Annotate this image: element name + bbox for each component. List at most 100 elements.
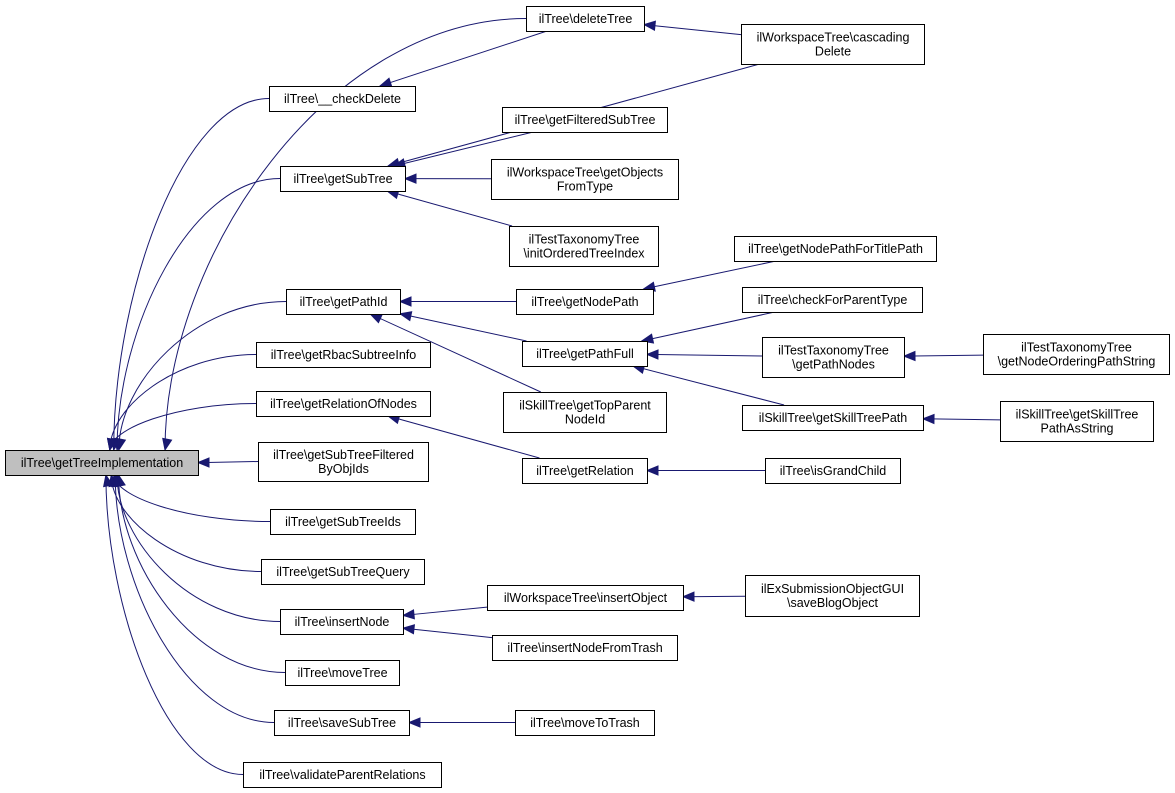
node-label: ByObjIds	[318, 462, 369, 476]
graph-node-n14[interactable]: ilTree\getFilteredSubTree	[502, 107, 668, 133]
graph-node-n27[interactable]: ilTestTaxonomyTree\getPathNodes	[762, 337, 905, 378]
edge-n31-to-n27	[903, 354, 984, 357]
edge-n25-to-n17	[643, 260, 777, 290]
edge-n11-to-n0	[114, 474, 275, 723]
arrowhead-n30-to-n21	[681, 591, 695, 602]
graph-node-n7[interactable]: ilTree\getSubTreeIds	[270, 509, 416, 535]
edge-n16-to-n2	[386, 190, 513, 227]
node-label: ilExSubmissionObjectGUI	[761, 582, 904, 596]
node-label: ilTree\getRelationOfNodes	[270, 397, 417, 411]
edge-n20-to-n5	[387, 415, 540, 459]
edge-n24-to-n13	[643, 24, 742, 36]
edge-n21-to-n9	[402, 606, 488, 616]
node-label: ilTree\getRelation	[536, 464, 634, 478]
graph-node-n16[interactable]: ilTestTaxonomyTree\initOrderedTreeIndex	[509, 226, 659, 267]
arrowhead-n17-to-n3	[398, 296, 412, 307]
edge-n8-to-n0	[110, 474, 262, 572]
node-box	[269, 86, 416, 112]
node-label: ilTree\getSubTree	[293, 172, 392, 186]
node-label: ilTree\insertNodeFromTrash	[507, 641, 662, 655]
graph-node-n26[interactable]: ilTree\checkForParentType	[742, 287, 923, 313]
graph-node-n12[interactable]: ilTree\validateParentRelations	[243, 762, 442, 788]
node-box	[1000, 401, 1154, 442]
node-box	[270, 509, 416, 535]
graph-node-n30[interactable]: ilExSubmissionObjectGUI\saveBlogObject	[745, 575, 920, 617]
node-label: ilTree\getSubTreeIds	[285, 515, 401, 529]
node-box	[509, 226, 659, 267]
graph-node-n0[interactable]: ilTree\getTreeImplementation	[5, 450, 199, 476]
graph-node-n18[interactable]: ilTree\getPathFull	[522, 341, 648, 367]
node-label: \saveBlogObject	[787, 596, 879, 610]
edge-n3-to-n0	[118, 301, 287, 451]
node-box	[742, 287, 923, 313]
node-box	[491, 159, 679, 200]
node-label: NodeId	[565, 413, 605, 427]
edge-n2-to-n0	[116, 178, 281, 451]
node-label: Delete	[815, 45, 851, 59]
node-label: ilTree\getSubTreeFiltered	[273, 448, 414, 462]
graph-node-n25[interactable]: ilTree\getNodePathForTitlePath	[734, 236, 937, 262]
graph-node-n23[interactable]: ilTree\moveToTrash	[515, 710, 655, 736]
graph-node-n2[interactable]: ilTree\getSubTree	[280, 166, 406, 192]
graph-node-n10[interactable]: ilTree\moveTree	[285, 660, 400, 686]
edge-n13-to-n1	[379, 30, 548, 87]
node-box	[983, 334, 1170, 375]
node-label: ilTree\moveToTrash	[530, 716, 640, 730]
graph-node-n31[interactable]: ilTestTaxonomyTree\getNodeOrderingPathSt…	[983, 334, 1170, 375]
arrowhead-n23-to-n11	[407, 717, 421, 728]
graph-node-n5[interactable]: ilTree\getRelationOfNodes	[256, 391, 431, 417]
node-label: ilWorkspaceTree\getObjects	[507, 166, 663, 180]
node-box	[256, 342, 431, 368]
node-box	[515, 710, 655, 736]
node-box	[256, 391, 431, 417]
arrowhead-n6-to-n0	[196, 457, 210, 468]
graph-node-n9[interactable]: ilTree\insertNode	[280, 609, 404, 635]
node-label: PathAsString	[1041, 422, 1114, 436]
arrowhead-n11-to-n0	[112, 473, 123, 488]
edge-n32-to-n28	[922, 418, 1001, 421]
node-label: ilTree\isGrandChild	[780, 464, 887, 478]
node-label: ilSkillTree\getSkillTree	[1016, 408, 1139, 422]
node-label: ilTree\deleteTree	[539, 12, 633, 26]
node-label: ilTree\getTreeImplementation	[21, 456, 183, 470]
node-label: FromType	[557, 180, 613, 194]
graph-node-n17[interactable]: ilTree\getNodePath	[516, 289, 654, 315]
graph-node-n22[interactable]: ilTree\insertNodeFromTrash	[492, 635, 678, 661]
node-box	[522, 458, 648, 484]
node-label: ilTree\getFilteredSubTree	[515, 113, 656, 127]
node-box	[285, 660, 400, 686]
node-box	[487, 585, 684, 611]
node-label: ilTree\moveTree	[297, 666, 387, 680]
node-box	[741, 24, 925, 65]
node-box	[286, 289, 401, 315]
graph-node-n13[interactable]: ilTree\deleteTree	[526, 6, 645, 32]
graph-node-n3[interactable]: ilTree\getPathId	[286, 289, 401, 315]
arrowhead-n32-to-n28	[921, 413, 935, 425]
node-label: ilTree\saveSubTree	[288, 716, 396, 730]
node-box	[280, 609, 404, 635]
graph-node-n28[interactable]: ilSkillTree\getSkillTreePath	[742, 405, 924, 431]
graph-node-n21[interactable]: ilWorkspaceTree\insertObject	[487, 585, 684, 611]
graph-node-n4[interactable]: ilTree\getRbacSubtreeInfo	[256, 342, 431, 368]
edge-n13-to-n0	[164, 18, 527, 451]
edge-n1-to-n0	[113, 98, 270, 451]
arrowhead-n5-to-n0	[106, 437, 118, 452]
arrowhead-n24-to-n13	[642, 20, 656, 31]
node-box	[765, 458, 901, 484]
node-label: ilTree\getRbacSubtreeInfo	[271, 348, 417, 362]
edge-n27-to-n18	[646, 353, 763, 357]
graph-node-n8[interactable]: ilTree\getSubTreeQuery	[261, 559, 425, 585]
graph-node-n20[interactable]: ilTree\getRelation	[522, 458, 648, 484]
node-label: ilTree\__checkDelete	[284, 92, 401, 106]
graph-node-n11[interactable]: ilTree\saveSubTree	[274, 710, 410, 736]
nodes-layer: ilTree\getTreeImplementation ilTree\__che…	[5, 6, 1170, 788]
node-label: ilWorkspaceTree\cascading	[757, 31, 910, 45]
arrowhead-n31-to-n27	[902, 350, 916, 362]
graph-node-n29[interactable]: ilTree\isGrandChild	[765, 458, 901, 484]
graph-node-n1[interactable]: ilTree\__checkDelete	[269, 86, 416, 112]
